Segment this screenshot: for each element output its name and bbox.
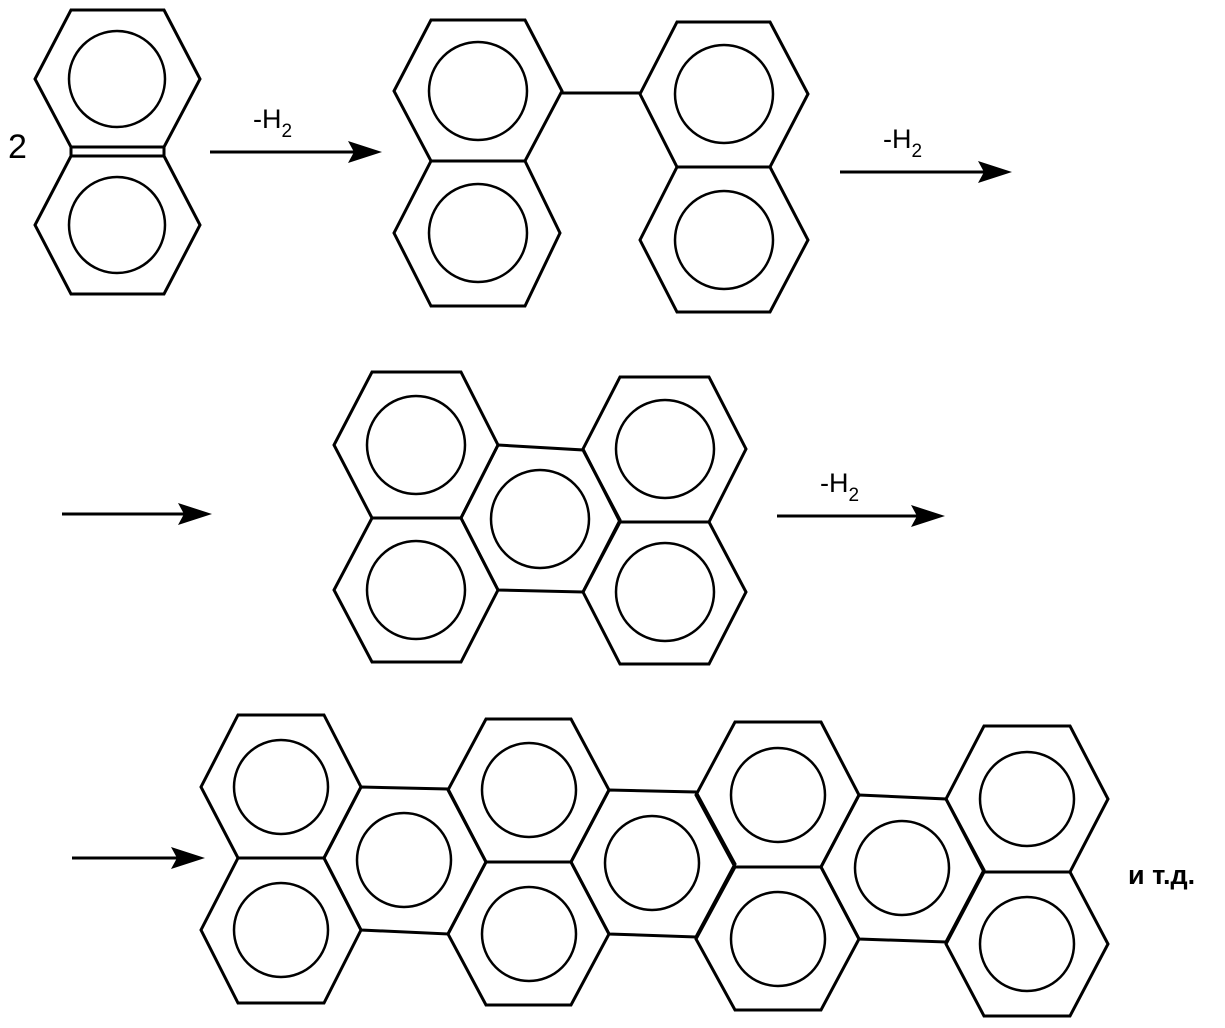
- svg-text:-H2: -H2: [883, 124, 922, 162]
- perylene-structure: [332, 370, 748, 666]
- quaterrylene-structure: [199, 713, 1110, 1018]
- arrow-1-subscript: 2: [282, 121, 293, 142]
- arrow-5: [72, 847, 205, 869]
- arrow-1: -H2: [210, 104, 382, 163]
- arrow-2: -H2: [840, 124, 1012, 183]
- arrow-3: [62, 503, 212, 525]
- arrow-2-subscript: 2: [912, 141, 923, 162]
- stoichiometric-coefficient: 2: [8, 128, 27, 166]
- arrow-4: -H2: [777, 468, 945, 527]
- arrow-4-subscript: 2: [849, 485, 860, 506]
- arrow-4-label: -H: [820, 468, 849, 498]
- naphthalene-structure: [33, 8, 202, 296]
- arrow-1-label: -H: [253, 104, 282, 134]
- svg-text:-H2: -H2: [253, 104, 292, 142]
- continuation-text: и т.д.: [1128, 860, 1195, 890]
- arrow-2-label: -H: [883, 124, 912, 154]
- svg-text:-H2: -H2: [820, 468, 859, 506]
- binaphthyl-structure: [392, 18, 810, 314]
